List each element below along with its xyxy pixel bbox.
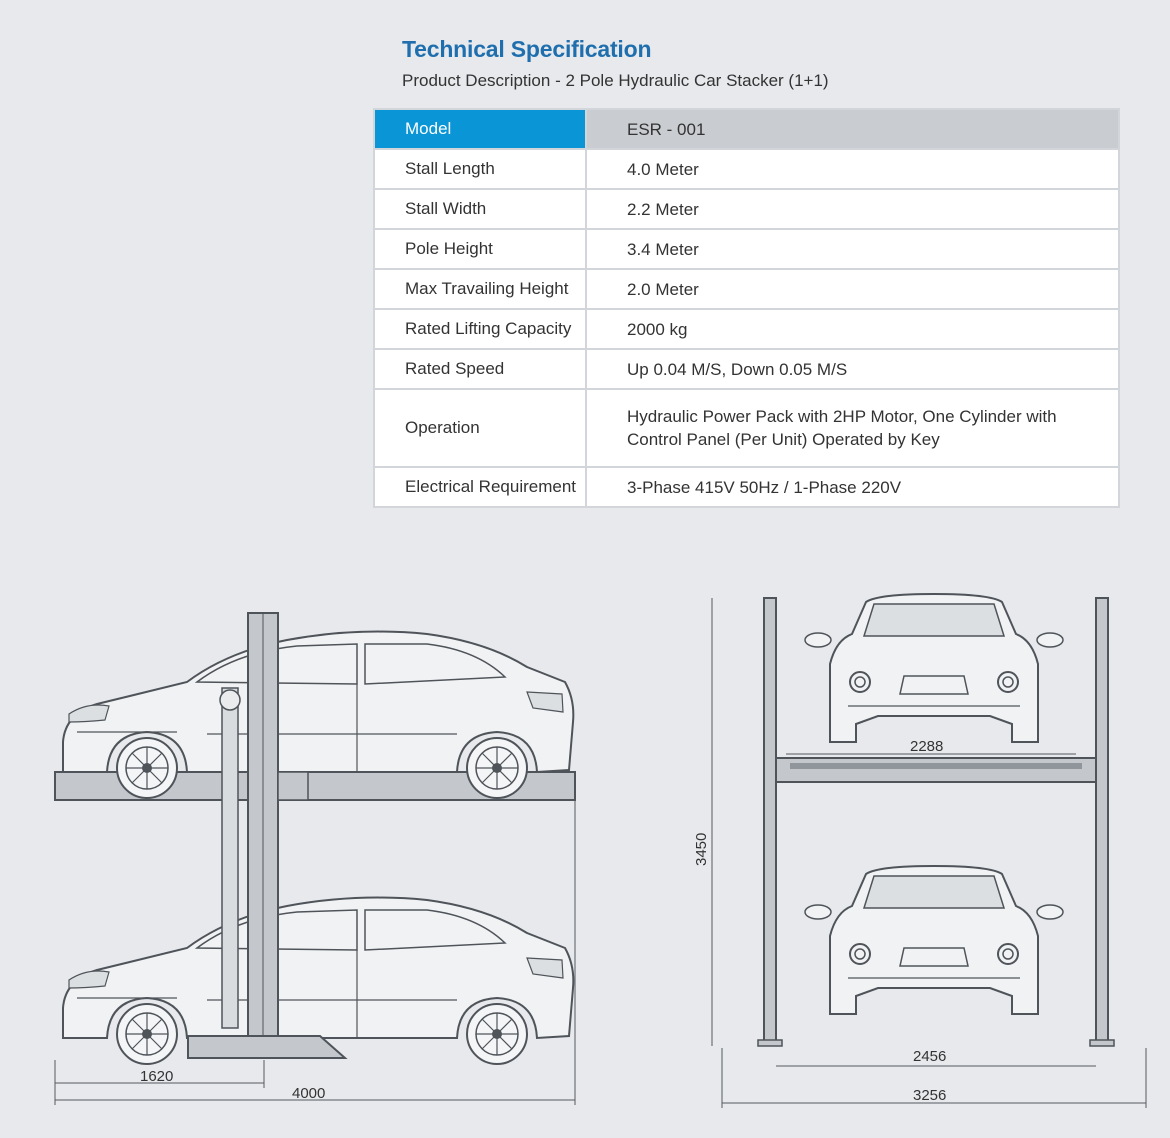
page-subtitle: Product Description - 2 Pole Hydraulic C…	[402, 71, 829, 90]
table-row: Stall Length 4.0 Meter	[373, 148, 1120, 190]
dim-inner-width: 2456	[913, 1048, 946, 1065]
row-label: Stall Length	[373, 148, 587, 190]
row-value: 3.4 Meter	[585, 228, 1120, 270]
dim-post-offset: 1620	[140, 1068, 173, 1085]
row-label: Electrical Requirement	[373, 466, 587, 508]
row-value: 2.0 Meter	[585, 268, 1120, 310]
table-row: Max Travailing Height 2.0 Meter	[373, 268, 1120, 310]
row-label: Rated Lifting Capacity	[373, 308, 587, 350]
table-row: Pole Height 3.4 Meter	[373, 228, 1120, 270]
dim-height: 3450	[693, 833, 710, 866]
table-row: Operation Hydraulic Power Pack with 2HP …	[373, 388, 1120, 468]
row-value: 2000 kg	[585, 308, 1120, 350]
front-view-drawing: 2288 3450 2456 3256	[693, 593, 1147, 1108]
row-label: Pole Height	[373, 228, 587, 270]
row-label: Operation	[373, 388, 587, 468]
row-value: 4.0 Meter	[585, 148, 1120, 190]
row-value: Hydraulic Power Pack with 2HP Motor, One…	[585, 388, 1120, 468]
row-label: Stall Width	[373, 188, 587, 230]
row-value: 3-Phase 415V 50Hz / 1-Phase 220V	[585, 466, 1120, 508]
table-row: Stall Width 2.2 Meter	[373, 188, 1120, 230]
row-value: Up 0.04 M/S, Down 0.05 M/S	[585, 348, 1120, 390]
spec-table: Model ESR - 001 Stall Length 4.0 Meter S…	[373, 108, 1120, 508]
row-label: Rated Speed	[373, 348, 587, 390]
table-row: Electrical Requirement 3-Phase 415V 50Hz…	[373, 466, 1120, 508]
table-header-value: ESR - 001	[585, 108, 1120, 150]
side-view-drawing: 1620 4000	[54, 612, 576, 1105]
dim-outer-width: 3256	[913, 1087, 946, 1104]
table-header-row: Model ESR - 001	[373, 108, 1120, 150]
row-value: 2.2 Meter	[585, 188, 1120, 230]
page-title: Technical Specification	[402, 36, 652, 62]
dim-platform-width: 2288	[910, 738, 943, 755]
table-row: Rated Speed Up 0.04 M/S, Down 0.05 M/S	[373, 348, 1120, 390]
dim-length: 4000	[292, 1085, 325, 1102]
table-header-label: Model	[373, 108, 587, 150]
table-row: Rated Lifting Capacity 2000 kg	[373, 308, 1120, 350]
row-label: Max Travailing Height	[373, 268, 587, 310]
